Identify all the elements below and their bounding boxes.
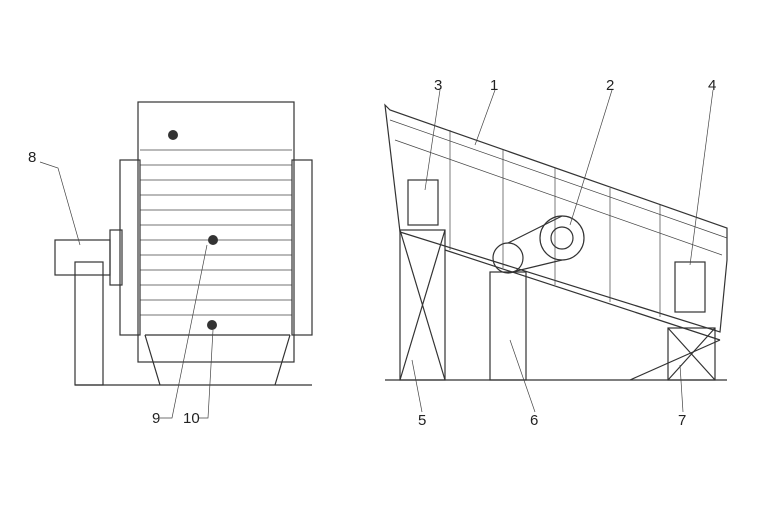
label-4: 4 (708, 77, 716, 94)
label-8: 8 (28, 149, 36, 166)
part-labels: 8 9 10 3 1 2 4 5 6 7 (28, 77, 716, 429)
label-9: 9 (152, 410, 160, 427)
label-6: 6 (530, 412, 538, 429)
end-view (54, 101, 313, 386)
motor (54, 239, 111, 276)
label-2: 2 (606, 77, 614, 94)
label-10: 10 (183, 410, 200, 427)
label-3: 3 (434, 77, 442, 94)
side-view (384, 103, 728, 381)
leader-lines (39, 89, 714, 419)
label-5: 5 (418, 412, 426, 429)
label-7: 7 (678, 412, 686, 429)
label-1: 1 (490, 77, 498, 94)
